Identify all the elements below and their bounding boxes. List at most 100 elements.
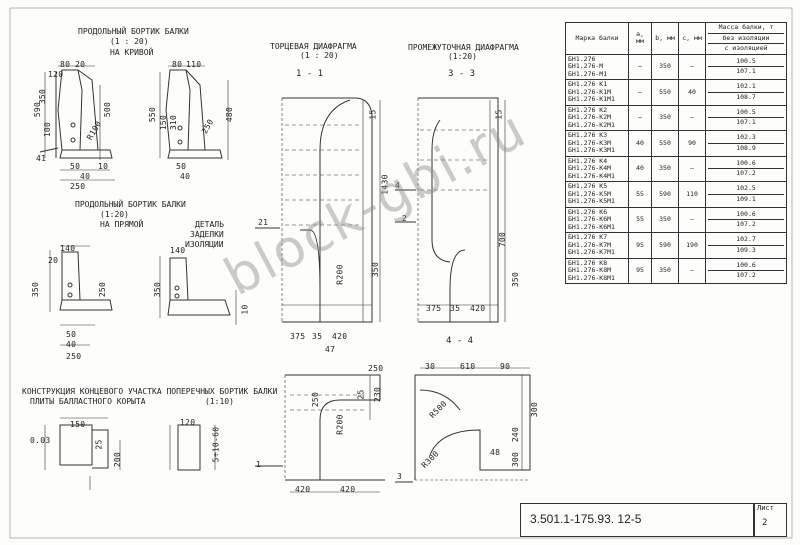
mass-no-insulation-value: 100.6: [708, 210, 784, 221]
end-section-title: КОНСТРУКЦИЯ КОНЦЕВОГО УЧАСТКА ПОПЕРЕЧНЫХ…: [22, 387, 278, 396]
mass-no-insulation-value: 102.7: [708, 236, 784, 246]
mass-with-insulation-value: 107.2: [736, 271, 756, 280]
section-1-1-drawing: [255, 97, 381, 323]
section-mark: 21: [258, 218, 269, 227]
outer-frame: [9, 7, 793, 539]
mass-with-insulation-value: 108.9: [736, 143, 756, 152]
cell-b: 550: [651, 79, 679, 106]
sheet-number: 2: [762, 518, 768, 528]
mass-no-insulation-value: 100.5: [708, 57, 784, 68]
dim-label: 420: [470, 304, 486, 313]
dim-label: 48: [490, 448, 501, 457]
sheet-label: Лист: [757, 504, 774, 512]
cell-a: 40: [628, 155, 652, 182]
dim-label: 250: [66, 352, 82, 361]
mass-no-insulation-value: 100.5: [708, 108, 784, 119]
beam-mark: БН1.276 К2: [568, 105, 608, 114]
dim-label: 150: [70, 420, 86, 429]
dim-label: 41: [36, 154, 47, 163]
dim-label: 310: [169, 114, 179, 131]
dim-label: 240: [511, 426, 521, 443]
beam-mark: БН1.276-К3М1: [568, 146, 615, 154]
dim-label: 35: [450, 304, 461, 313]
dim-label: 50: [70, 162, 81, 171]
dim-label: 500: [103, 101, 113, 118]
mass-no-insulation-value: 100.6: [708, 261, 784, 272]
lower-plan-1-drawing: [255, 374, 385, 493]
dim-label: 40: [80, 172, 91, 181]
cell-a: —: [628, 79, 652, 106]
cell-c: —: [678, 257, 706, 284]
dim-label: 375: [290, 332, 306, 341]
col-header-a: a, мм: [628, 22, 652, 55]
mass-with-insulation-value: 107.2: [736, 169, 756, 178]
end-section-scale: (1:10): [205, 397, 234, 406]
beam-spec-table: Марка балки a, мм b, мм c, мм Масса балк…: [565, 22, 787, 284]
dim-label: 30: [425, 362, 436, 371]
col-header-mark: Марка балки: [565, 22, 629, 55]
dim-label: 20: [48, 256, 59, 265]
section-mark: 3: [397, 472, 403, 481]
dim-label: 250: [311, 391, 321, 408]
beam-mark: БН1.276-К6М: [568, 215, 612, 223]
dim-label: 0.03: [30, 436, 51, 445]
mass-with-insulation-value: 107.2: [736, 220, 756, 229]
mass-with-insulation-value: 107.1: [736, 118, 756, 127]
mass-with-insulation-value: 107.1: [736, 67, 756, 76]
mass-with-insulation: с изоляцией: [724, 44, 768, 52]
mass-no-insulation-value: 102.5: [708, 185, 784, 195]
mass-with-insulation-value: 109.3: [736, 245, 756, 254]
dim-label: 250: [368, 364, 384, 373]
cell-c: —: [678, 104, 706, 131]
beam-mark: БН1.276-К1М: [568, 87, 612, 96]
straight-bortik-title: ПРОДОЛЬНЫЙ БОРТИК БАЛКИ: [75, 200, 186, 209]
beam-mark: БН1.276-К1М1: [568, 95, 615, 103]
dim-label: 140: [170, 246, 186, 255]
cell-b: 350: [651, 257, 679, 284]
dim-label: 110: [186, 60, 202, 69]
section-3-3-drawing: [395, 97, 506, 323]
cell-a: —: [628, 53, 652, 80]
dim-label: 120: [48, 70, 64, 79]
mass-with-insulation-value: 109.1: [736, 194, 756, 203]
dim-label: R200: [335, 414, 345, 435]
dim-label: 5÷10-60: [211, 426, 221, 463]
beam-mark: БН1.276-К4М: [568, 164, 612, 172]
dim-label: 420: [340, 485, 356, 494]
section-mark: 4: [395, 181, 401, 190]
detail-title-3: ИЗОЛЯЦИИ: [185, 240, 224, 249]
cell-c: 190: [678, 232, 706, 259]
cell-a: 55: [628, 206, 652, 233]
cell-c: —: [678, 53, 706, 80]
sheet-number-box: [753, 503, 787, 537]
beam-mark: БН1.276 К1: [568, 80, 608, 88]
beam-mark: БН1.276-К3М: [568, 138, 612, 147]
beam-mark: БН1.276-К5М: [568, 189, 612, 198]
cell-a: 55: [628, 181, 652, 208]
beam-mark: БН1.276-К8М: [568, 266, 612, 274]
end-section-drawing: [44, 417, 216, 490]
mid-diaphragm-scale: (1:20): [448, 52, 477, 61]
cell-c: —: [678, 155, 706, 182]
curve-bortik-drawing-2: [159, 65, 229, 160]
dim-label: 140: [60, 244, 76, 253]
dim-label: 700: [498, 231, 508, 248]
mass-title: Масса балки, т: [708, 23, 784, 34]
section-4-4-drawing: [395, 367, 531, 483]
